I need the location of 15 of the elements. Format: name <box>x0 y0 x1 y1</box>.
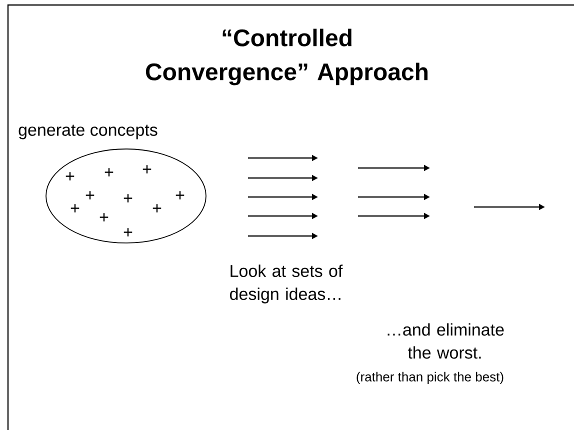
plus-sign: + <box>152 204 162 212</box>
title: “Controlled Convergence” Approach <box>146 28 428 86</box>
plus-sign: + <box>176 191 184 200</box>
plus-sign: + <box>142 165 152 174</box>
plus-sign: + <box>70 204 80 212</box>
plus-sign: + <box>100 213 108 222</box>
caption-text: Look at sets of design ideas… <box>230 264 343 304</box>
plus-sign: + <box>66 172 74 180</box>
caption-text: …and eliminate the worst. <box>388 323 504 359</box>
plus-sign: + <box>104 168 114 176</box>
plus-sign: + <box>124 194 132 202</box>
plus-sign: + <box>124 228 132 236</box>
plus-sign: + <box>86 191 94 200</box>
concept-ellipse <box>46 148 206 244</box>
note-text: (rather than pick the best) <box>356 372 504 384</box>
